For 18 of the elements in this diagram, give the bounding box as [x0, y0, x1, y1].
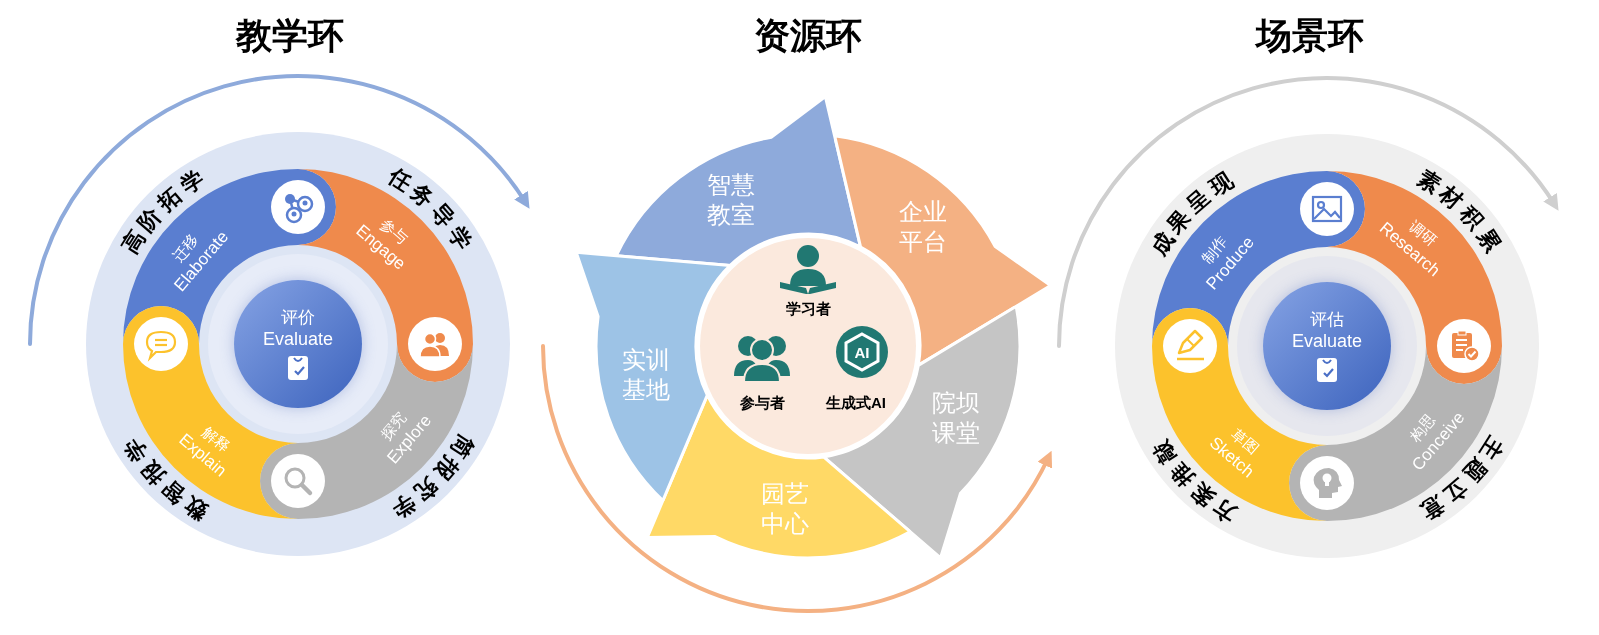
role-caption: 学习者 — [785, 300, 831, 316]
segment-label: 企业平台 — [897, 197, 948, 258]
ring-title: 教学环 — [236, 18, 344, 54]
segment-label: 院坝课堂 — [931, 388, 982, 449]
hub-label: 评估 — [1310, 309, 1344, 331]
hub-label: 评价 — [281, 307, 315, 329]
ring-title: 资源环 — [754, 18, 862, 54]
segment-label: 智慧教室 — [705, 170, 756, 231]
hub-label: Evaluate — [1291, 330, 1363, 353]
ring-title: 场景环 — [1256, 18, 1364, 54]
hub-label: Evaluate — [262, 328, 334, 351]
segment-label: 园艺中心 — [760, 479, 811, 540]
segment-label: 实训基地 — [620, 344, 671, 405]
arrow-segment — [576, 252, 731, 501]
role-caption: 参与者 — [739, 394, 785, 410]
role-caption: 生成式AI — [826, 394, 886, 410]
badge-text: AI — [854, 344, 870, 360]
arrow-segment — [616, 96, 861, 266]
